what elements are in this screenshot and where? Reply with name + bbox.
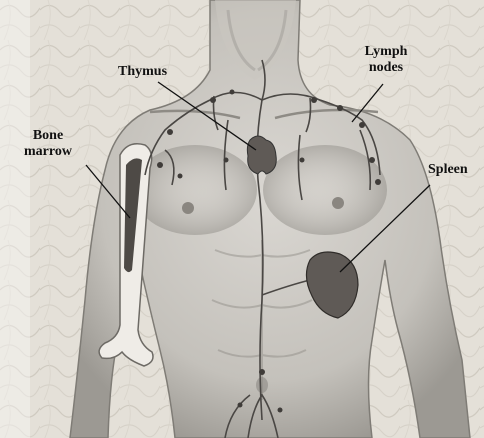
label-spleen: Spleen — [428, 162, 468, 178]
label-lymph-line2: nodes — [356, 60, 416, 76]
label-bone-line2: marrow — [18, 144, 78, 160]
label-thymus: Thymus — [118, 64, 167, 80]
label-bone-line1: Bone — [18, 128, 78, 144]
label-bone-marrow: Bone marrow — [18, 128, 78, 160]
navel — [256, 377, 268, 393]
label-lymph-line1: Lymph — [356, 44, 416, 60]
nipple-left — [182, 202, 194, 214]
nipple-right — [332, 197, 344, 209]
label-lymph-nodes: Lymph nodes — [356, 44, 416, 76]
